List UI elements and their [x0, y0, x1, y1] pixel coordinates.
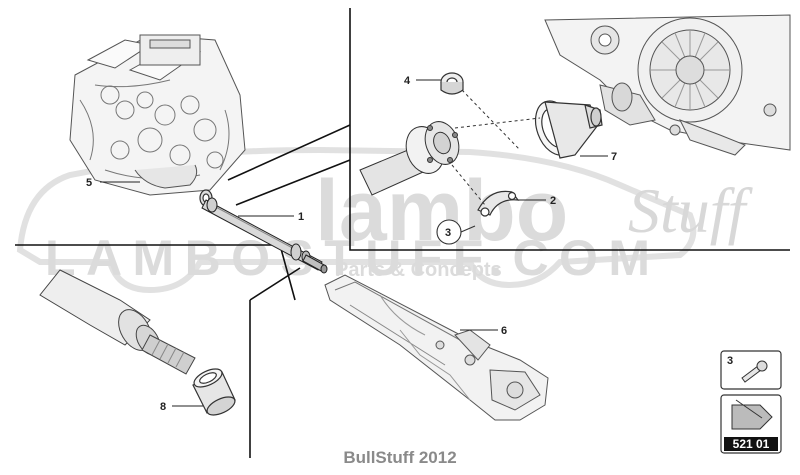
watermark-brand-script: Stuff	[628, 175, 754, 246]
callout-7: 7	[611, 151, 617, 163]
callout-1: 1	[298, 211, 304, 223]
engine-illustration	[69, 34, 246, 196]
callout-6: 6	[501, 325, 507, 337]
footer-credit: BullStuff 2012	[343, 448, 457, 467]
watermark-brand-word: lambo	[315, 163, 568, 259]
part-6-gearbox	[324, 274, 549, 421]
shaft-end-detail	[39, 269, 196, 375]
legend-box-number: 3	[727, 355, 733, 367]
callout-5: 5	[86, 177, 92, 189]
lower-left-frame-diag	[249, 267, 301, 301]
reference-code: 521 01	[733, 437, 770, 451]
upper-right-frame	[349, 8, 790, 251]
clutch-housing	[544, 14, 791, 156]
part-7-boot	[534, 100, 603, 159]
callout-3: 3	[445, 227, 451, 239]
callout-2: 2	[550, 195, 556, 207]
assembly-dashed-lines	[451, 89, 541, 206]
reference-tag	[720, 394, 782, 454]
part-8-collar	[192, 368, 236, 416]
shaft-flange-detail	[359, 121, 460, 196]
callouts	[100, 79, 608, 407]
part-4-nut	[440, 72, 464, 95]
callout-8: 8	[160, 401, 166, 413]
perspective-line-top	[227, 124, 351, 181]
perspective-line-bottom	[235, 159, 351, 206]
part-1-propeller-shaft	[201, 197, 328, 274]
watermark-tagline: Parts & Concepts	[335, 259, 502, 281]
part-3-bolt	[436, 219, 476, 245]
callout-4: 4	[404, 75, 411, 87]
section-dividers	[15, 8, 790, 458]
legend-box-item	[720, 350, 782, 390]
